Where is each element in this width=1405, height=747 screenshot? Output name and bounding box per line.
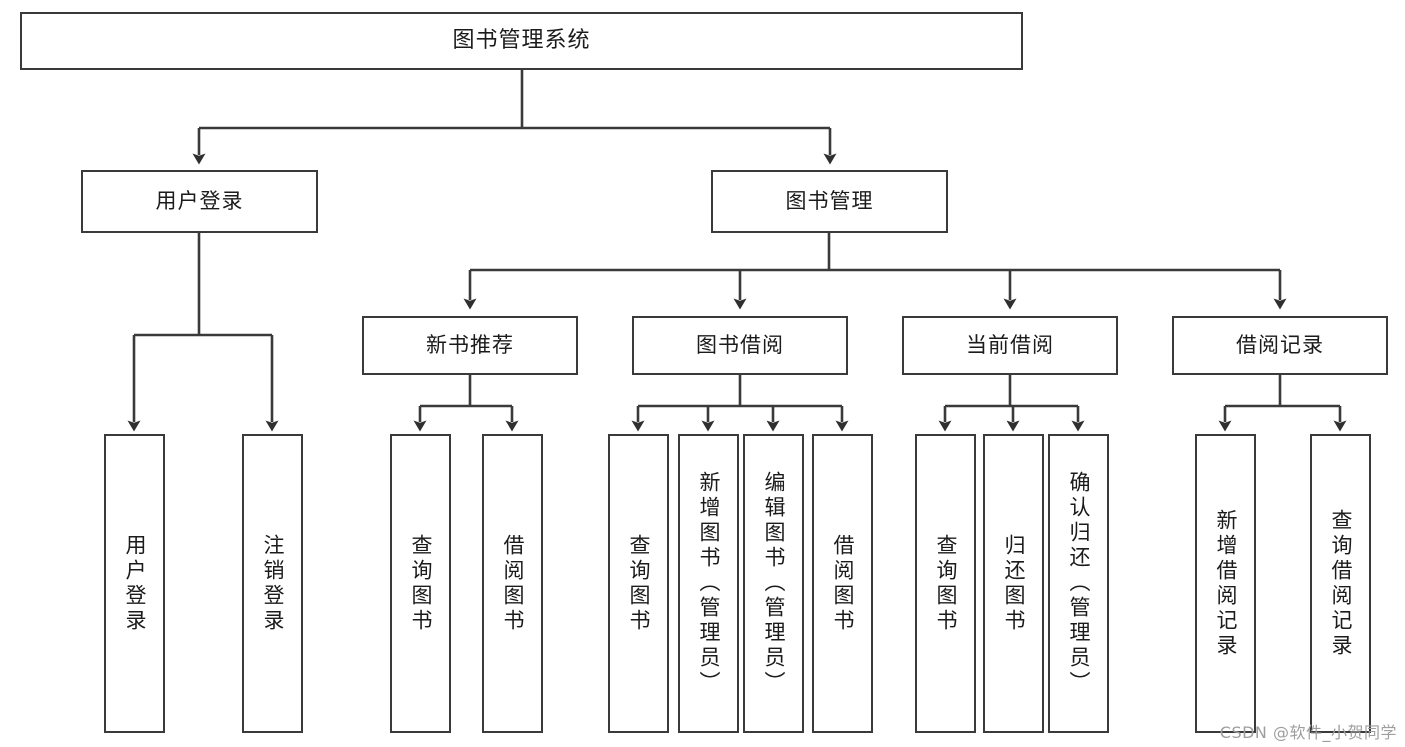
edge-bookborrow-to-leaves xyxy=(631,375,849,432)
node-label: 图书管理 xyxy=(785,188,874,213)
node-label: 新增图书（管理员） xyxy=(697,471,721,696)
leaf-add-book[interactable]: 新增图书（管理员） xyxy=(678,434,739,733)
node-label: 图书借阅 xyxy=(696,332,784,357)
node-user-login[interactable]: 用户登录 xyxy=(81,170,318,233)
node-label: 用户登录 xyxy=(155,188,244,213)
node-label: 注销登录 xyxy=(261,533,285,634)
node-label: 查询图书 xyxy=(627,533,651,634)
leaf-query-book-borrow[interactable]: 查询图书 xyxy=(608,434,669,733)
edge-root-to-level2 xyxy=(192,70,837,165)
edge-userlogin-to-leaves xyxy=(127,233,279,432)
leaf-confirm-return[interactable]: 确认归还（管理员） xyxy=(1048,434,1109,733)
node-label: 当前借阅 xyxy=(966,332,1054,357)
leaf-user-login[interactable]: 用户登录 xyxy=(104,434,165,733)
node-label: 查询图书 xyxy=(934,533,958,634)
node-new-book-recommend[interactable]: 新书推荐 xyxy=(362,316,578,375)
node-label: 图书管理系统 xyxy=(452,27,591,53)
node-current-borrow[interactable]: 当前借阅 xyxy=(902,316,1118,375)
node-label: 借阅图书 xyxy=(501,533,525,634)
node-borrow-record[interactable]: 借阅记录 xyxy=(1172,316,1388,375)
node-book-borrow[interactable]: 图书借阅 xyxy=(632,316,848,375)
leaf-query-borrow-record[interactable]: 查询借阅记录 xyxy=(1310,434,1371,733)
leaf-return-book[interactable]: 归还图书 xyxy=(983,434,1044,733)
leaf-query-book-recommend[interactable]: 查询图书 xyxy=(390,434,451,733)
edge-borrowrecord-to-leaves xyxy=(1218,375,1347,432)
node-book-manage[interactable]: 图书管理 xyxy=(711,170,948,233)
node-label: 新书推荐 xyxy=(426,332,514,357)
leaf-edit-book[interactable]: 编辑图书（管理员） xyxy=(743,434,804,733)
node-label: 借阅图书 xyxy=(831,533,855,634)
node-label: 用户登录 xyxy=(123,533,147,634)
leaf-user-logout[interactable]: 注销登录 xyxy=(242,434,303,733)
edge-bookmanage-to-level3 xyxy=(463,233,1287,310)
node-label: 归还图书 xyxy=(1002,533,1026,634)
leaf-query-book-current[interactable]: 查询图书 xyxy=(915,434,976,733)
node-label: 查询图书 xyxy=(409,533,433,634)
leaf-borrow-book[interactable]: 借阅图书 xyxy=(812,434,873,733)
node-label: 确认归还（管理员） xyxy=(1067,471,1091,696)
node-label: 查询借阅记录 xyxy=(1329,508,1353,659)
edge-newbook-to-leaves xyxy=(413,375,519,432)
node-label: 借阅记录 xyxy=(1236,332,1324,357)
edge-currentborrow-to-leaves xyxy=(938,375,1085,432)
node-root-system[interactable]: 图书管理系统 xyxy=(20,12,1023,70)
node-label: 新增借阅记录 xyxy=(1214,508,1238,659)
leaf-add-borrow-record[interactable]: 新增借阅记录 xyxy=(1195,434,1256,733)
node-label: 编辑图书（管理员） xyxy=(762,471,786,696)
leaf-borrow-book-recommend[interactable]: 借阅图书 xyxy=(482,434,543,733)
